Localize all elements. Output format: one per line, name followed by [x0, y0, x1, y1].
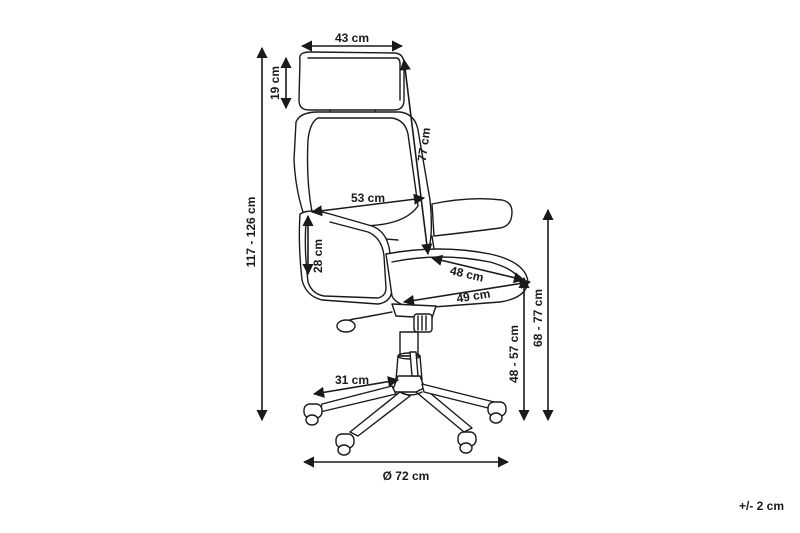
chair-illustration [293, 51, 529, 456]
label-leg-length: 31 cm [335, 373, 369, 387]
label-base-diameter: Ø 72 cm [383, 469, 430, 483]
dimension-lines [256, 40, 554, 468]
label-headrest-width: 43 cm [335, 31, 369, 45]
label-total-height: 117 - 126 cm [244, 197, 258, 268]
label-backrest-height: 77 cm [415, 127, 434, 163]
label-armrest-floor-height: 68 - 77 cm [531, 289, 545, 347]
label-backrest-width: 53 cm [351, 191, 385, 205]
armrest-right [431, 197, 513, 237]
label-headrest-height: 19 cm [268, 66, 282, 100]
label-seat-height: 48 - 57 cm [507, 325, 521, 383]
tolerance-note: +/- 2 cm [738, 499, 784, 513]
label-armrest-height: 28 cm [311, 239, 325, 273]
headrest [298, 51, 405, 111]
dimension-labels: 43 cm 19 cm 77 cm 117 - 126 cm 53 cm 28 … [244, 31, 545, 483]
tilt-knob [413, 313, 433, 333]
label-seat-width: 49 cm [455, 286, 491, 305]
casters [303, 401, 507, 456]
